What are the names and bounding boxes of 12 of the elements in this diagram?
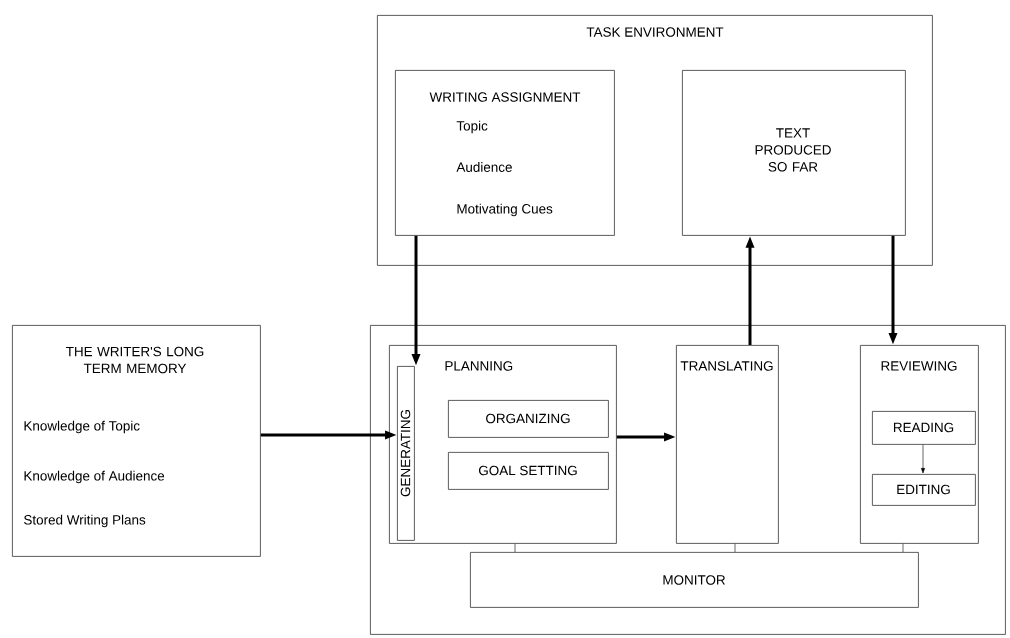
monitor-box: MONITOR (470, 552, 919, 608)
memory-box: THE WRITER'S LONG TERM MEMORY Knowledge of Topic Knowledge of Audience Stored Writing Plans (12, 325, 261, 557)
assignment-box: WRITING ASSIGNMENT Topic Audience Motivating Cues (395, 70, 615, 236)
process-box: READING (872, 411, 976, 445)
process-box: EDITING (872, 474, 976, 506)
process-box: GOAL SETTING (448, 452, 609, 490)
process-box: GENERATING (397, 366, 415, 541)
process-box: TRANSLATING (676, 345, 779, 544)
process-box (370, 325, 1006, 635)
text-box: TEXT PRODUCED SO FAR (682, 70, 906, 236)
arrow (921, 444, 925, 474)
process-box: ORGANIZING (448, 400, 609, 438)
